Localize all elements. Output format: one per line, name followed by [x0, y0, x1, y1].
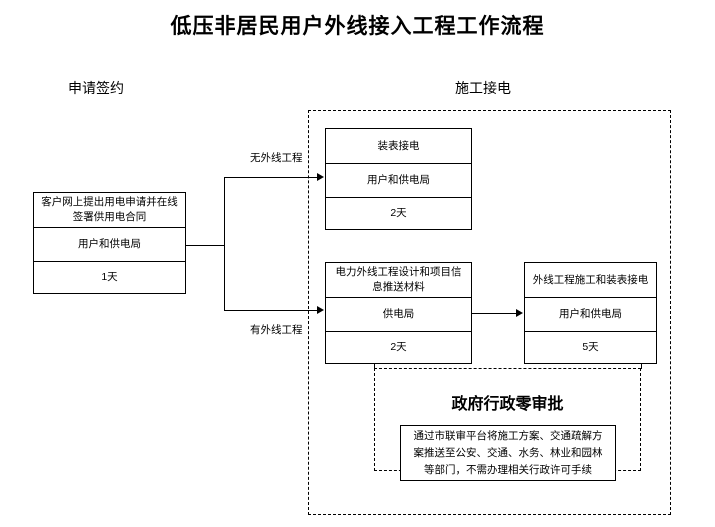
- arrowhead-has-external: [317, 306, 324, 314]
- connector-construct-to-approval: [641, 364, 642, 369]
- connector-design-approval-joint: [374, 368, 375, 369]
- node-apply-actor: 用户和供电局: [34, 228, 185, 262]
- connector-no-external: [224, 177, 318, 178]
- phase-label-construction-power: 施工接电: [455, 80, 511, 96]
- connector-split-vertical: [224, 177, 225, 310]
- page-title: 低压非居民用户外线接入工程工作流程: [170, 15, 545, 38]
- zero-approval-caption: 政府行政零审批: [451, 396, 564, 413]
- node-apply[interactable]: 客户网上提出用电申请并在线签署供用电合同 用户和供电局 1天: [33, 192, 186, 294]
- construction-phase-region: [308, 110, 671, 515]
- phase-label-apply-sign: 申请签约: [68, 80, 124, 96]
- node-apply-duration: 1天: [101, 270, 118, 283]
- node-meter-install-title: 装表接电: [326, 129, 471, 165]
- connector-apply-out: [186, 245, 224, 246]
- node-apply-title: 客户网上提出用电申请并在线签署供用电合同: [34, 193, 185, 229]
- node-design-push-duration: 2天: [390, 340, 407, 353]
- node-construct-meter-duration: 5天: [582, 340, 599, 353]
- node-construct-meter-actor: 用户和供电局: [525, 298, 656, 332]
- arrowhead-design-to-construct: [516, 309, 523, 317]
- node-design-push-actor: 供电局: [326, 298, 471, 332]
- connector-has-external: [224, 310, 318, 311]
- zero-approval-note: 通过市联审平台将施工方案、交通疏解方案推送至公安、交通、水务、林业和园林等部门，…: [400, 425, 616, 481]
- edge-label-has-external: 有外线工程: [248, 322, 305, 337]
- node-construct-meter[interactable]: 外线工程施工和装表接电 用户和供电局 5天: [524, 262, 657, 364]
- connector-design-to-approval: [374, 364, 375, 369]
- node-design-push[interactable]: 电力外线工程设计和项目信息推送材料 供电局 2天: [325, 262, 472, 364]
- arrowhead-no-external: [317, 173, 324, 181]
- edge-label-no-external: 无外线工程: [248, 150, 305, 165]
- node-construct-meter-title: 外线工程施工和装表接电: [525, 263, 656, 299]
- node-meter-install-duration: 2天: [390, 206, 407, 219]
- node-meter-install[interactable]: 装表接电 用户和供电局 2天: [325, 128, 472, 230]
- node-meter-install-actor: 用户和供电局: [326, 164, 471, 198]
- connector-design-to-construct: [472, 313, 517, 314]
- node-design-push-title: 电力外线工程设计和项目信息推送材料: [326, 263, 471, 299]
